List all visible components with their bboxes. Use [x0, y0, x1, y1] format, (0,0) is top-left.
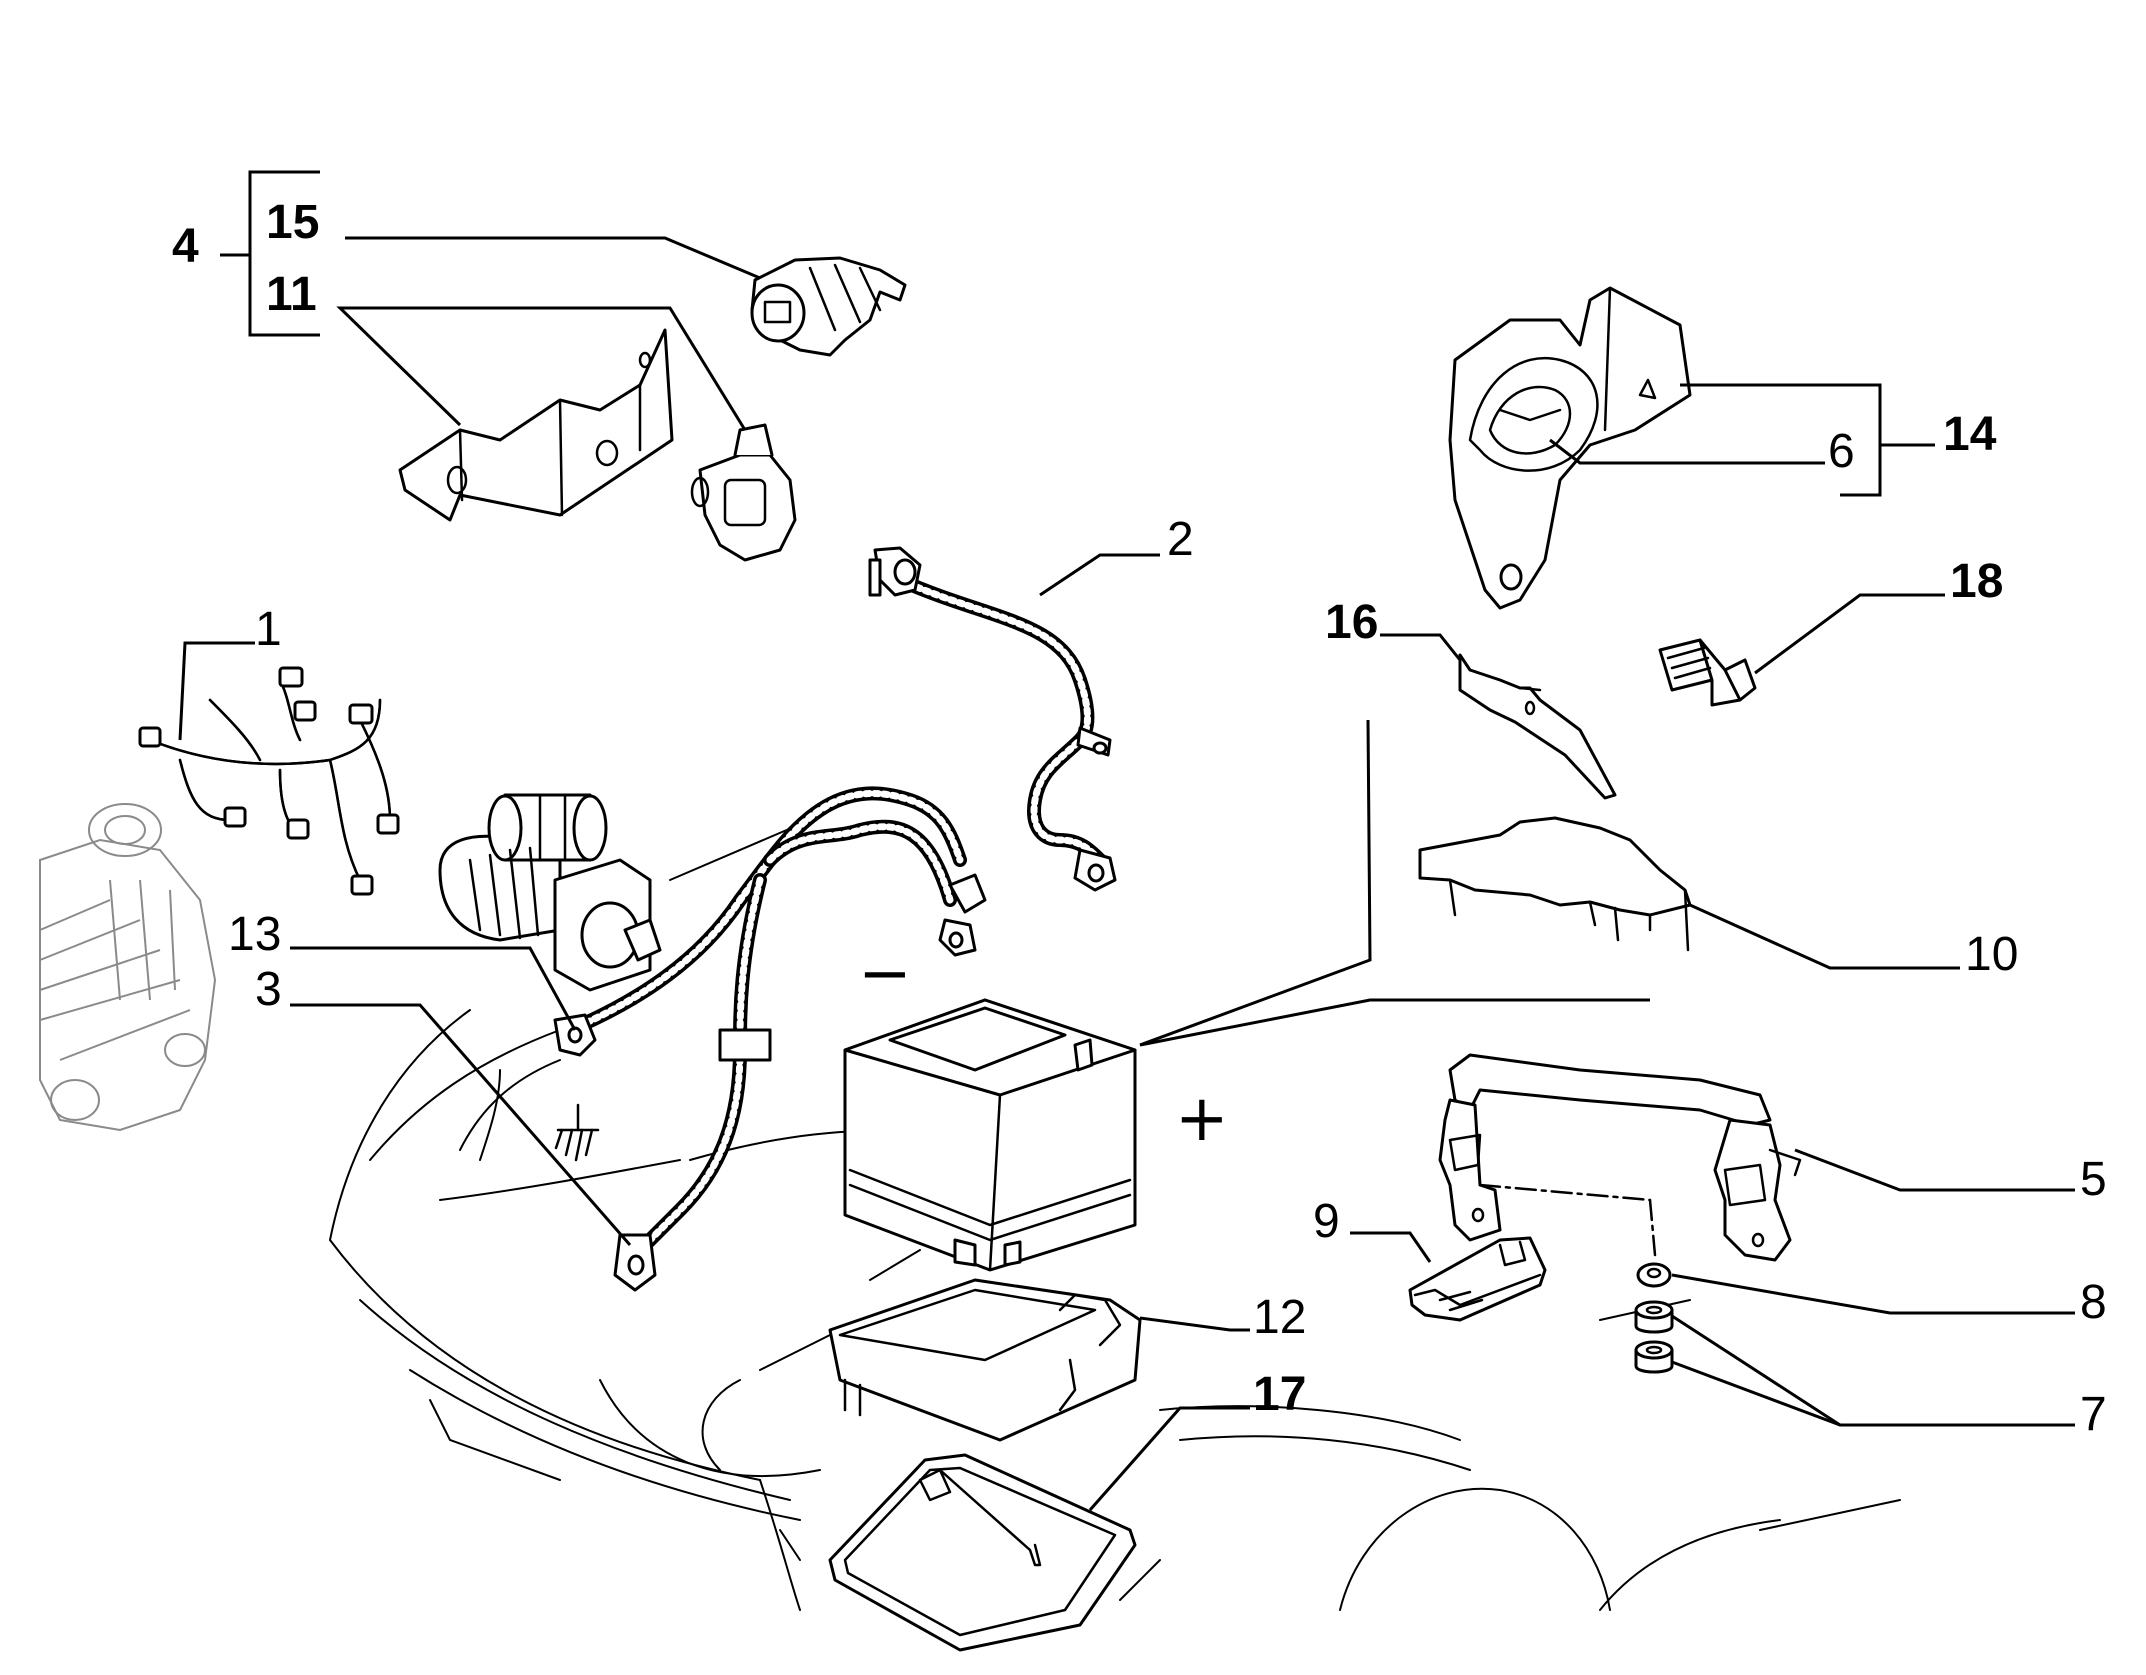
part-14-bracket-assembly — [1448, 286, 1692, 610]
battery — [843, 998, 1137, 1272]
part-18-bolt — [1658, 638, 1757, 707]
callout-13: 13 — [228, 908, 281, 961]
callout-9: 9 — [1313, 1195, 1340, 1248]
part-16-shield-plate — [1458, 653, 1617, 800]
part-3-main-harness — [553, 786, 987, 1292]
part-2-battery-cable — [868, 546, 1117, 892]
part-5-hold-down-bracket — [1438, 1053, 1802, 1262]
callout-10: 10 — [1965, 928, 2018, 981]
alternator-ghost — [39, 803, 217, 1132]
callout-17: 17 — [1253, 1368, 1306, 1421]
part-17-lower-tray — [828, 1453, 1137, 1652]
callout-15: 15 — [266, 196, 319, 249]
callout-12: 12 — [1253, 1291, 1306, 1344]
part-7-nut-upper — [1634, 1300, 1674, 1334]
part-11-bracket — [398, 328, 674, 522]
ground-symbol — [554, 1103, 600, 1162]
battery-positive-mark: + — [1175, 1082, 1229, 1156]
callout-6: 6 — [1828, 425, 1855, 478]
part-1-wiring-harness — [138, 666, 400, 896]
callout-14: 14 — [1943, 408, 1997, 461]
part-8-washer — [1636, 1262, 1672, 1288]
starter-motor — [438, 793, 662, 992]
callout-2: 2 — [1167, 513, 1194, 566]
battery-negative-mark: − — [858, 937, 912, 1011]
part-9-bracket-block — [1408, 1236, 1547, 1322]
callout-11: 11 — [266, 268, 317, 321]
part-7-nut-lower — [1634, 1340, 1674, 1374]
callout-7: 7 — [2080, 1388, 2107, 1441]
leader-lines — [178, 170, 2075, 1511]
callout-3: 3 — [255, 963, 282, 1016]
part-15-cable-clip — [750, 256, 907, 357]
callout-5: 5 — [2080, 1153, 2107, 1206]
part-10-top-cover — [1418, 816, 1692, 952]
callout-4: 4 — [172, 220, 199, 273]
part-clip-lower — [690, 423, 797, 562]
callout-labels: 4 15 11 2 1 13 3 12 17 16 18 14 6 10 5 9… — [172, 196, 2107, 1441]
callout-8: 8 — [2080, 1276, 2107, 1329]
callout-18: 18 — [1950, 555, 2003, 608]
callout-16: 16 — [1325, 596, 1378, 649]
part-12-battery-tray — [828, 1278, 1142, 1442]
callout-1: 1 — [255, 603, 282, 656]
